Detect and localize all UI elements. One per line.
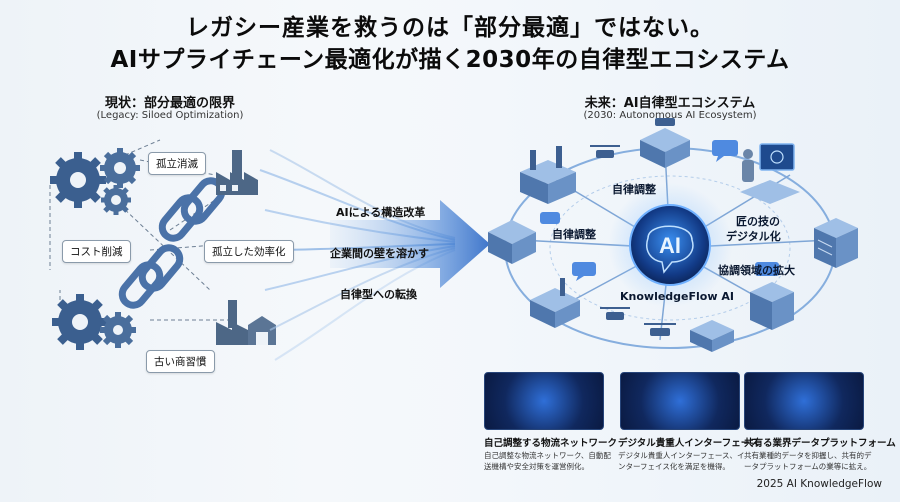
warehouse-icon: [248, 316, 276, 345]
brain-icon: [646, 225, 694, 274]
left-section-title: 現状：部分最適の限界: [104, 96, 235, 111]
drone-icon: [600, 307, 630, 320]
card-platform-desc: 共有業種的データを抑握し、共有的データプラットフォームの業等に拡え。: [744, 451, 872, 471]
card-logistics-title: 自己調整する物流ネットワーク: [484, 438, 618, 449]
flow-label-1: AIによる構造改革: [336, 206, 426, 219]
delivery-node-icon: [690, 320, 734, 352]
drone-icon: [590, 145, 620, 158]
left-section-subtitle: (Legacy: Siloed Optimization): [96, 110, 244, 121]
transformation-arrow: [330, 200, 490, 288]
card-interface-title: デジタル貴重人インターフェース: [618, 438, 760, 449]
factory-icon: [216, 150, 258, 195]
chat-bubble-icon: [755, 262, 779, 276]
card-logistics-image: [484, 372, 604, 430]
chat-bubble-icon: [572, 262, 596, 281]
artisan-screen-icon: [740, 143, 800, 204]
gear-icon: [50, 152, 106, 208]
factory-node-icon: [520, 146, 576, 204]
right-section-subtitle: (2030: Autonomous AI Ecosystem): [583, 110, 757, 121]
node-label-autonomous-left: 自律調整: [552, 228, 596, 241]
server-node-icon: [814, 218, 858, 268]
server-node-icon: [750, 282, 794, 330]
drone-icon: [644, 323, 676, 336]
gear-icon: [101, 185, 131, 215]
card-interface-desc: デジタル貴重人インターフェース、インターフェイス化を満足を機得。: [618, 451, 745, 471]
right-section-title: 未来：AI自律型エコシステム: [584, 96, 756, 111]
tag-isolated-efficiency: 孤立した効率化: [204, 240, 294, 263]
factory-node-icon: [530, 278, 580, 328]
card-interface-image: [620, 372, 740, 430]
card-logistics-desc: 自己調整な物流ネットワーク、自動配送機構や安全対策を運営例化。: [484, 451, 611, 471]
page-title-line1: レガシー産業を救うのは「部分最適」ではない。: [186, 15, 714, 41]
delivery-node-icon: [640, 118, 690, 168]
factory-icon: [216, 300, 248, 345]
hub-label: KnowledgeFlow AI: [620, 290, 734, 303]
chat-bubble-icon: [540, 212, 560, 224]
broken-chain-icon: [118, 177, 226, 309]
gear-icon: [100, 312, 136, 348]
gear-icon: [52, 294, 108, 350]
node-label-craft-1: 匠の技の: [736, 215, 780, 228]
flow-label-3: 自律型への転換: [340, 288, 417, 301]
node-label-craft-2: デジタル化: [726, 230, 781, 243]
gear-icon: [100, 148, 140, 188]
tag-old-practices: 古い商習慣: [146, 350, 215, 373]
node-label-autonomous-top: 自律調整: [612, 183, 656, 196]
flow-label-2: 企業間の壁を溶かす: [330, 247, 429, 260]
page-title-line2: AIサプライチェーン最適化が描く2030年の自律型エコシステム: [110, 47, 790, 73]
card-platform-title: 共有る業界データプラットフォーム: [744, 438, 896, 449]
card-platform-image: [744, 372, 864, 430]
ai-hub: [629, 204, 711, 286]
chat-bubble-icon: [712, 140, 738, 162]
hub-ai-text: AI: [659, 233, 681, 258]
warehouse-node-icon: [488, 220, 536, 264]
node-label-collaboration: 協調領域の拡大: [718, 264, 795, 277]
tag-cost-reduction: コスト削減: [62, 240, 131, 263]
tag-isolation: 孤立消滅: [148, 152, 206, 175]
footer-copyright: 2025 AI KnowledgeFlow: [756, 478, 882, 490]
